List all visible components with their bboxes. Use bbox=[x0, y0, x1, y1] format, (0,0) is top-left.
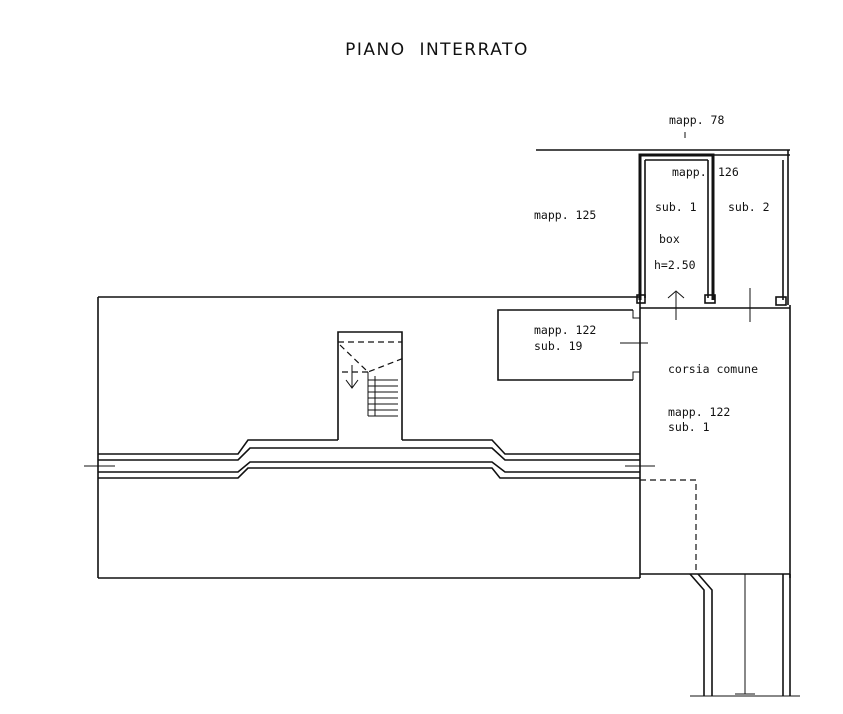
label-mapp-126-num: 126 bbox=[718, 165, 739, 179]
label-mapp-122-sub1-line1: mapp. 122 bbox=[668, 405, 730, 419]
arrow-down-icon bbox=[345, 379, 359, 389]
room-sub19-walls bbox=[497, 309, 633, 381]
pillar bbox=[636, 294, 646, 304]
label-mapp-122-sub19-line2: sub. 19 bbox=[534, 339, 583, 353]
dashed-outline bbox=[640, 479, 697, 574]
corridor-walls bbox=[84, 439, 655, 479]
corridor-upper-inner bbox=[98, 447, 640, 461]
label-mapp-125: mapp. 125 bbox=[534, 208, 596, 222]
corridor-lower-inner bbox=[98, 461, 640, 473]
label-box-sub1: sub. 1 bbox=[655, 200, 697, 214]
pillar bbox=[704, 294, 716, 304]
label-box-sub2: sub. 2 bbox=[728, 200, 770, 214]
staircase bbox=[337, 331, 405, 440]
ramp-wall-left-inner bbox=[697, 573, 713, 696]
stair-walls bbox=[337, 331, 403, 440]
corridor-lower-outer bbox=[98, 467, 640, 479]
box-sub1-walls bbox=[638, 153, 715, 300]
room-sub19 bbox=[497, 309, 648, 381]
label-mapp-122-sub19-line1: mapp. 122 bbox=[534, 323, 596, 337]
room-sub19-corner bbox=[632, 371, 640, 380]
pillar bbox=[775, 296, 787, 306]
label-corsia-comune: corsia comune bbox=[668, 362, 758, 376]
room-sub19-corner bbox=[632, 310, 640, 319]
corridor-upper-left bbox=[98, 439, 338, 455]
label-mapp-126-word: mapp. bbox=[672, 165, 707, 179]
ramp bbox=[689, 573, 800, 697]
plan-title: PIANO INTERRATO bbox=[345, 40, 529, 60]
label-mapp-78: mapp. 78 bbox=[669, 113, 724, 127]
stair-dash bbox=[339, 344, 405, 373]
ramp-wall-left bbox=[689, 573, 705, 696]
label-box-height: h=2.50 bbox=[654, 258, 696, 272]
door-arrow-icon bbox=[667, 290, 685, 299]
main-outline bbox=[97, 296, 791, 579]
label-mapp-122-sub1-line2: sub. 1 bbox=[668, 420, 710, 434]
box-block bbox=[536, 132, 790, 322]
label-box: box bbox=[659, 232, 680, 246]
corridor-upper-right bbox=[402, 439, 640, 455]
